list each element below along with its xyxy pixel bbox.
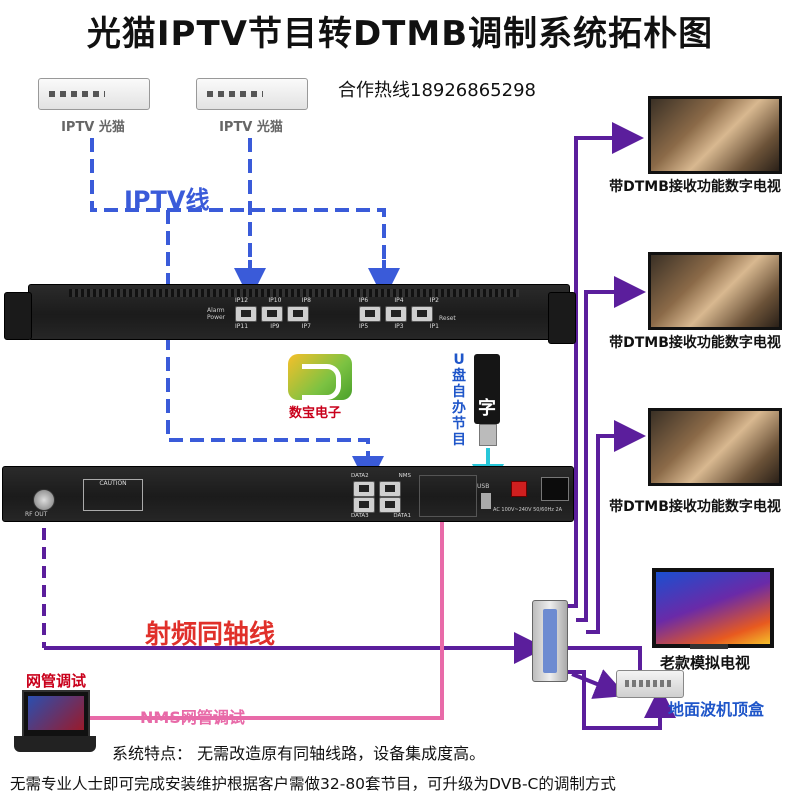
eth-port xyxy=(287,306,309,322)
analog-tv-caption: 老款模拟电视 xyxy=(660,654,751,672)
digital-tv-2 xyxy=(648,252,782,330)
data3-label: DATA3 xyxy=(351,513,369,519)
port-label-ip7: IP7 xyxy=(301,323,311,330)
caution-label: CAUTION xyxy=(99,480,127,487)
iptv-modem-1 xyxy=(38,78,150,110)
eth-port xyxy=(353,497,375,513)
eth-port xyxy=(379,497,401,513)
rack-ear-left xyxy=(4,292,32,340)
modem-label-1: IPTV 光猫 xyxy=(61,120,125,135)
data1-label: DATA1 xyxy=(393,513,411,519)
port-label-ip4: IP4 xyxy=(394,297,404,304)
data2-label: DATA2 xyxy=(351,473,369,479)
power-socket xyxy=(541,477,569,501)
laptop-keyboard xyxy=(14,736,96,752)
eth-port xyxy=(359,306,381,322)
port-label-ip11: IP11 xyxy=(235,323,249,330)
digital-tv-1 xyxy=(648,96,782,174)
usb-connector xyxy=(479,424,497,446)
reset-label: Reset xyxy=(439,315,456,322)
eth-port xyxy=(411,306,433,322)
analog-tv xyxy=(652,568,774,648)
nms-line xyxy=(90,486,444,720)
hotline-text: 合作热线18926865298 xyxy=(338,80,536,101)
brand-logo xyxy=(288,354,352,400)
features-line-1: 系统特点： 无需改造原有同轴线路，设备集成度高。 xyxy=(112,744,486,763)
rack-ear-right xyxy=(548,292,576,344)
nms-line-label: NMS网管调试 xyxy=(140,708,245,727)
modem-label-2: IPTV 光猫 xyxy=(219,120,283,135)
brand-name: 数宝电子 xyxy=(289,406,342,421)
port-label-ip10: IP10 xyxy=(268,297,282,304)
power-led-label: Power xyxy=(207,314,226,321)
digital-tv-caption-2: 带DTMB接收功能数字电视 xyxy=(609,335,781,351)
rf-coax-label: 射频同轴线 xyxy=(145,620,276,650)
iptv-modem-2 xyxy=(196,78,308,110)
iptv-line-label: IPTV线 xyxy=(124,186,210,214)
rf-out-label: RF OUT xyxy=(25,511,48,518)
eth-port xyxy=(379,481,401,497)
eth-port xyxy=(235,306,257,322)
analog-tv-stand xyxy=(690,644,728,649)
rear-panel-device: RF OUT CAUTION DATA2 NMS DATA3 DATA1 USB… xyxy=(2,466,574,522)
port-label-ip9: IP9 xyxy=(270,323,280,330)
usb-drive: 字 xyxy=(474,354,500,424)
nms-port-label: NMS xyxy=(398,473,411,479)
port-label-ip3: IP3 xyxy=(394,323,404,330)
port-label-ip2: IP2 xyxy=(429,297,439,304)
port-label-ip6: IP6 xyxy=(359,297,369,304)
port-label-ip8: IP8 xyxy=(301,297,311,304)
usb-drive-char: 字 xyxy=(478,398,496,419)
usb-port-label: USB xyxy=(477,483,490,490)
usb-port xyxy=(481,493,491,509)
port-label-ip12: IP12 xyxy=(235,297,249,304)
set-top-box-caption: 地面波机顶盒 xyxy=(668,700,765,719)
features-line-2: 无需专业人士即可完成安装维护根据客户需做32-80套节目，可升级为DVB-C的调… xyxy=(10,775,616,793)
laptop xyxy=(22,690,90,740)
digital-tv-3 xyxy=(648,408,782,486)
power-spec-label: AC 100V~240V 50/60Hz 2A xyxy=(493,507,563,513)
caution-plate: CAUTION xyxy=(83,479,143,511)
digital-tv-caption-3: 带DTMB接收功能数字电视 xyxy=(609,499,781,515)
rf-splitter xyxy=(532,600,568,682)
port-label-ip5: IP5 xyxy=(359,323,369,330)
alarm-led-label: Alarm xyxy=(207,307,225,314)
eth-port xyxy=(261,306,283,322)
digital-tv-caption-1: 带DTMB接收功能数字电视 xyxy=(609,179,781,195)
set-top-box xyxy=(616,670,684,698)
front-panel-device: Alarm Power IP12 IP10 IP8 IP11 IP9 IP7 I… xyxy=(28,284,570,340)
rf-out-connector xyxy=(33,489,55,511)
power-switch xyxy=(511,481,527,497)
net-admin-label: 网管调试 xyxy=(26,672,87,690)
slot-bay xyxy=(419,475,477,517)
eth-port xyxy=(385,306,407,322)
port-label-ip1: IP1 xyxy=(429,323,439,330)
diagram-title: 光猫IPTV节目转DTMB调制系统拓朴图 xyxy=(86,14,714,54)
eth-port xyxy=(353,481,375,497)
